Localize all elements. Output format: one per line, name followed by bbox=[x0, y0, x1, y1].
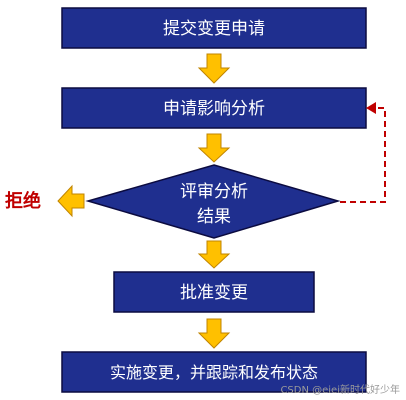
review-decision-diamond bbox=[85, 164, 341, 239]
submit-request-label: 提交变更申请 bbox=[163, 19, 265, 39]
impact-analysis-box bbox=[61, 87, 367, 129]
down-arrow-icon bbox=[197, 318, 231, 349]
left-arrow-icon bbox=[57, 184, 85, 218]
down-arrow-icon bbox=[197, 133, 231, 163]
reject-label: 拒绝 bbox=[5, 190, 41, 212]
review-decision-label-line2: 结果 bbox=[197, 207, 231, 227]
watermark: CSDN @eiei新时代好少年 bbox=[280, 385, 400, 396]
feedback-loop-line bbox=[340, 107, 386, 203]
approve-change-label: 批准变更 bbox=[180, 283, 248, 303]
feedback-arrowhead-icon bbox=[366, 102, 376, 114]
impact-analysis-label: 申请影响分析 bbox=[163, 99, 265, 119]
down-arrow-icon bbox=[197, 240, 231, 269]
implement-change-box bbox=[61, 351, 367, 393]
review-decision-label-line1: 评审分析 bbox=[180, 182, 248, 202]
submit-request-box bbox=[61, 7, 367, 49]
approve-change-box bbox=[113, 271, 315, 313]
implement-change-label: 实施变更，并跟踪和发布状态 bbox=[110, 363, 318, 382]
down-arrow-icon bbox=[197, 53, 231, 84]
